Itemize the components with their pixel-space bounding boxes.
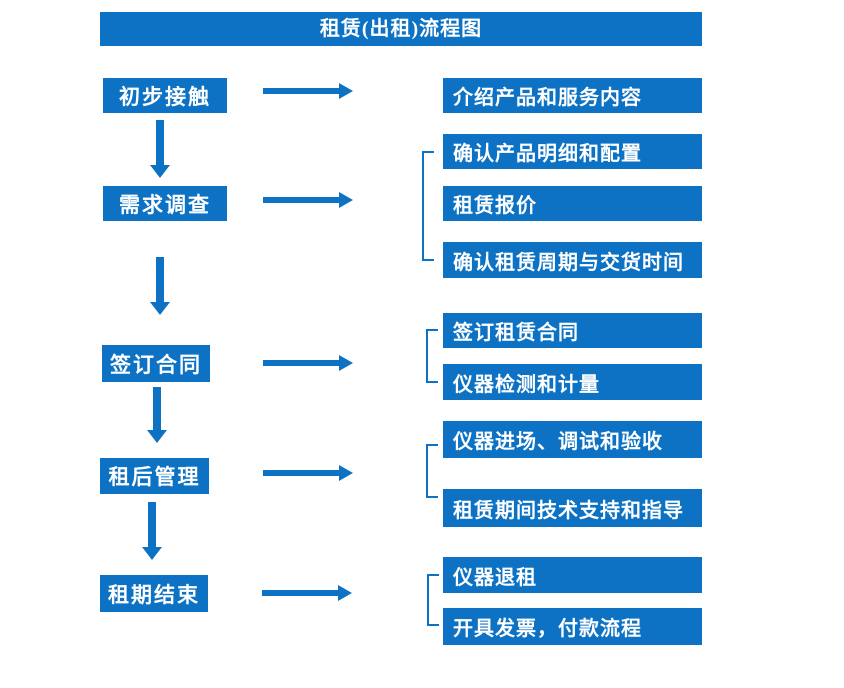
arrow-head bbox=[150, 302, 170, 315]
right-arrow bbox=[262, 585, 352, 601]
right-arrow bbox=[263, 355, 353, 371]
right-arrow bbox=[263, 465, 353, 481]
right-arrow bbox=[263, 83, 353, 99]
step-box-initial-contact: 初步接触 bbox=[103, 78, 227, 113]
arrow-shaft bbox=[156, 120, 164, 165]
detail-box-instrument-return: 仪器退租 bbox=[443, 557, 702, 593]
arrow-head bbox=[339, 355, 353, 371]
down-arrow bbox=[147, 387, 167, 443]
detail-box-confirm-details: 确认产品明细和配置 bbox=[443, 134, 702, 169]
arrow-shaft bbox=[262, 590, 339, 596]
page-title: 租赁(出租)流程图 bbox=[100, 12, 702, 46]
right-arrow bbox=[263, 192, 353, 208]
arrow-shaft bbox=[263, 197, 340, 203]
step-box-rental-end: 租期结束 bbox=[100, 575, 208, 612]
arrow-head bbox=[339, 465, 353, 481]
group-bracket bbox=[422, 151, 434, 261]
detail-box-invoice-payment: 开具发票，付款流程 bbox=[443, 608, 702, 645]
step-box-demand-survey: 需求调查 bbox=[103, 186, 227, 221]
arrow-shaft bbox=[156, 257, 164, 302]
arrow-head bbox=[142, 547, 162, 560]
arrow-head bbox=[339, 192, 353, 208]
group-bracket bbox=[426, 329, 438, 383]
detail-box-sign-rental-contract: 签订租赁合同 bbox=[443, 313, 702, 348]
arrow-shaft bbox=[263, 88, 340, 94]
detail-box-confirm-period: 确认租赁周期与交货时间 bbox=[443, 242, 702, 278]
arrow-shaft bbox=[153, 387, 161, 430]
detail-box-introduce-products: 介绍产品和服务内容 bbox=[443, 78, 702, 113]
arrow-head bbox=[147, 430, 167, 443]
arrow-shaft bbox=[263, 470, 340, 476]
arrow-head bbox=[339, 83, 353, 99]
down-arrow bbox=[150, 257, 170, 315]
detail-box-rental-quote: 租赁报价 bbox=[443, 186, 702, 221]
step-box-sign-contract: 签订合同 bbox=[102, 345, 210, 382]
arrow-shaft bbox=[263, 360, 340, 366]
down-arrow bbox=[142, 502, 162, 560]
detail-box-tech-support: 租赁期间技术支持和指导 bbox=[443, 489, 702, 527]
detail-box-instrument-testing: 仪器检测和计量 bbox=[443, 364, 702, 400]
arrow-shaft bbox=[148, 502, 156, 547]
group-bracket bbox=[426, 444, 438, 498]
arrow-head bbox=[338, 585, 352, 601]
down-arrow bbox=[150, 120, 170, 178]
detail-box-instrument-entry: 仪器进场、调试和验收 bbox=[443, 421, 702, 458]
step-box-post-rental: 租后管理 bbox=[100, 458, 209, 494]
group-bracket bbox=[427, 574, 439, 626]
arrow-head bbox=[150, 165, 170, 178]
